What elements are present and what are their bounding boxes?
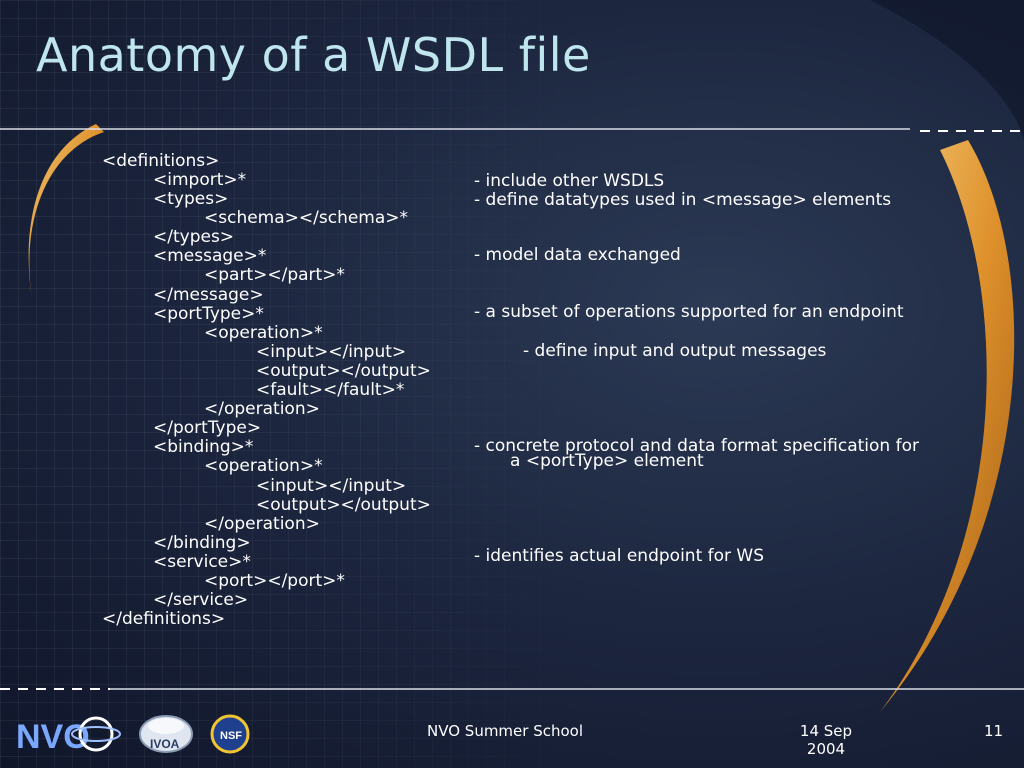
left-orange-arc bbox=[28, 124, 104, 300]
code-line: <portType>* bbox=[153, 304, 264, 324]
code-line: <import>* bbox=[153, 170, 247, 190]
code-line: <schema></schema>* bbox=[204, 208, 409, 228]
nsf-logo-text: NSF bbox=[220, 730, 242, 742]
note-message: - model data exchanged bbox=[474, 245, 681, 265]
code-line: <part></part>* bbox=[204, 265, 345, 285]
code-line: <types> bbox=[153, 189, 229, 209]
ivoa-logo: IVOA bbox=[139, 715, 193, 753]
title-underline bbox=[0, 128, 910, 130]
top-right-shadow bbox=[870, 0, 1024, 140]
code-line: <output></output> bbox=[256, 361, 431, 381]
code-line: <definitions> bbox=[102, 151, 220, 171]
right-orange-arc bbox=[880, 140, 1015, 712]
code-line: </operation> bbox=[204, 399, 320, 419]
code-line: <input></input> bbox=[256, 476, 407, 496]
footer-title: NVO Summer School bbox=[427, 722, 584, 740]
page-number: 11 bbox=[984, 722, 1004, 740]
code-line: </types> bbox=[153, 227, 235, 247]
note-import: - include other WSDLS bbox=[474, 171, 665, 191]
code-line: <operation>* bbox=[204, 456, 323, 476]
code-line: <operation>* bbox=[204, 323, 323, 343]
note-service: - identifies actual endpoint for WS bbox=[474, 546, 765, 566]
nvo-logo: NVO bbox=[16, 716, 121, 756]
code-line: </definitions> bbox=[102, 609, 226, 629]
code-line: <service>* bbox=[153, 552, 251, 572]
nvo-logo-text: NVO bbox=[16, 718, 90, 756]
note-binding: - concrete protocol and data format spec… bbox=[474, 436, 919, 456]
ivoa-logo-text: IVOA bbox=[150, 737, 180, 751]
code-line: </message> bbox=[153, 285, 264, 305]
footer-date-line2: 2004 bbox=[806, 740, 846, 758]
footer-date-line1: 14 Sep bbox=[799, 722, 853, 740]
note-types: - define datatypes used in <message> ele… bbox=[474, 190, 892, 210]
note-binding-cont: a <portType> element bbox=[510, 451, 704, 471]
code-line: <port></port>* bbox=[204, 571, 345, 591]
code-line: </portType> bbox=[153, 418, 262, 438]
code-line: <output></output> bbox=[256, 495, 431, 515]
slide-title: Anatomy of a WSDL file bbox=[36, 28, 591, 82]
note-operation: - define input and output messages bbox=[523, 341, 827, 361]
code-line: <message>* bbox=[153, 246, 267, 266]
code-line: </operation> bbox=[204, 514, 320, 534]
footer-date: 14 Sep 2004 bbox=[796, 722, 856, 758]
code-line: <fault></fault>* bbox=[256, 380, 405, 400]
footer-rule bbox=[110, 688, 1024, 690]
footer-logos: NVO IVOA NSF bbox=[16, 714, 250, 756]
code-line: </service> bbox=[153, 590, 249, 610]
nsf-logo: NSF bbox=[210, 714, 250, 754]
code-line: </binding> bbox=[153, 533, 251, 553]
code-line: <input></input> bbox=[256, 342, 407, 362]
code-line: <binding>* bbox=[153, 437, 254, 457]
note-porttype: - a subset of operations supported for a… bbox=[474, 302, 904, 322]
